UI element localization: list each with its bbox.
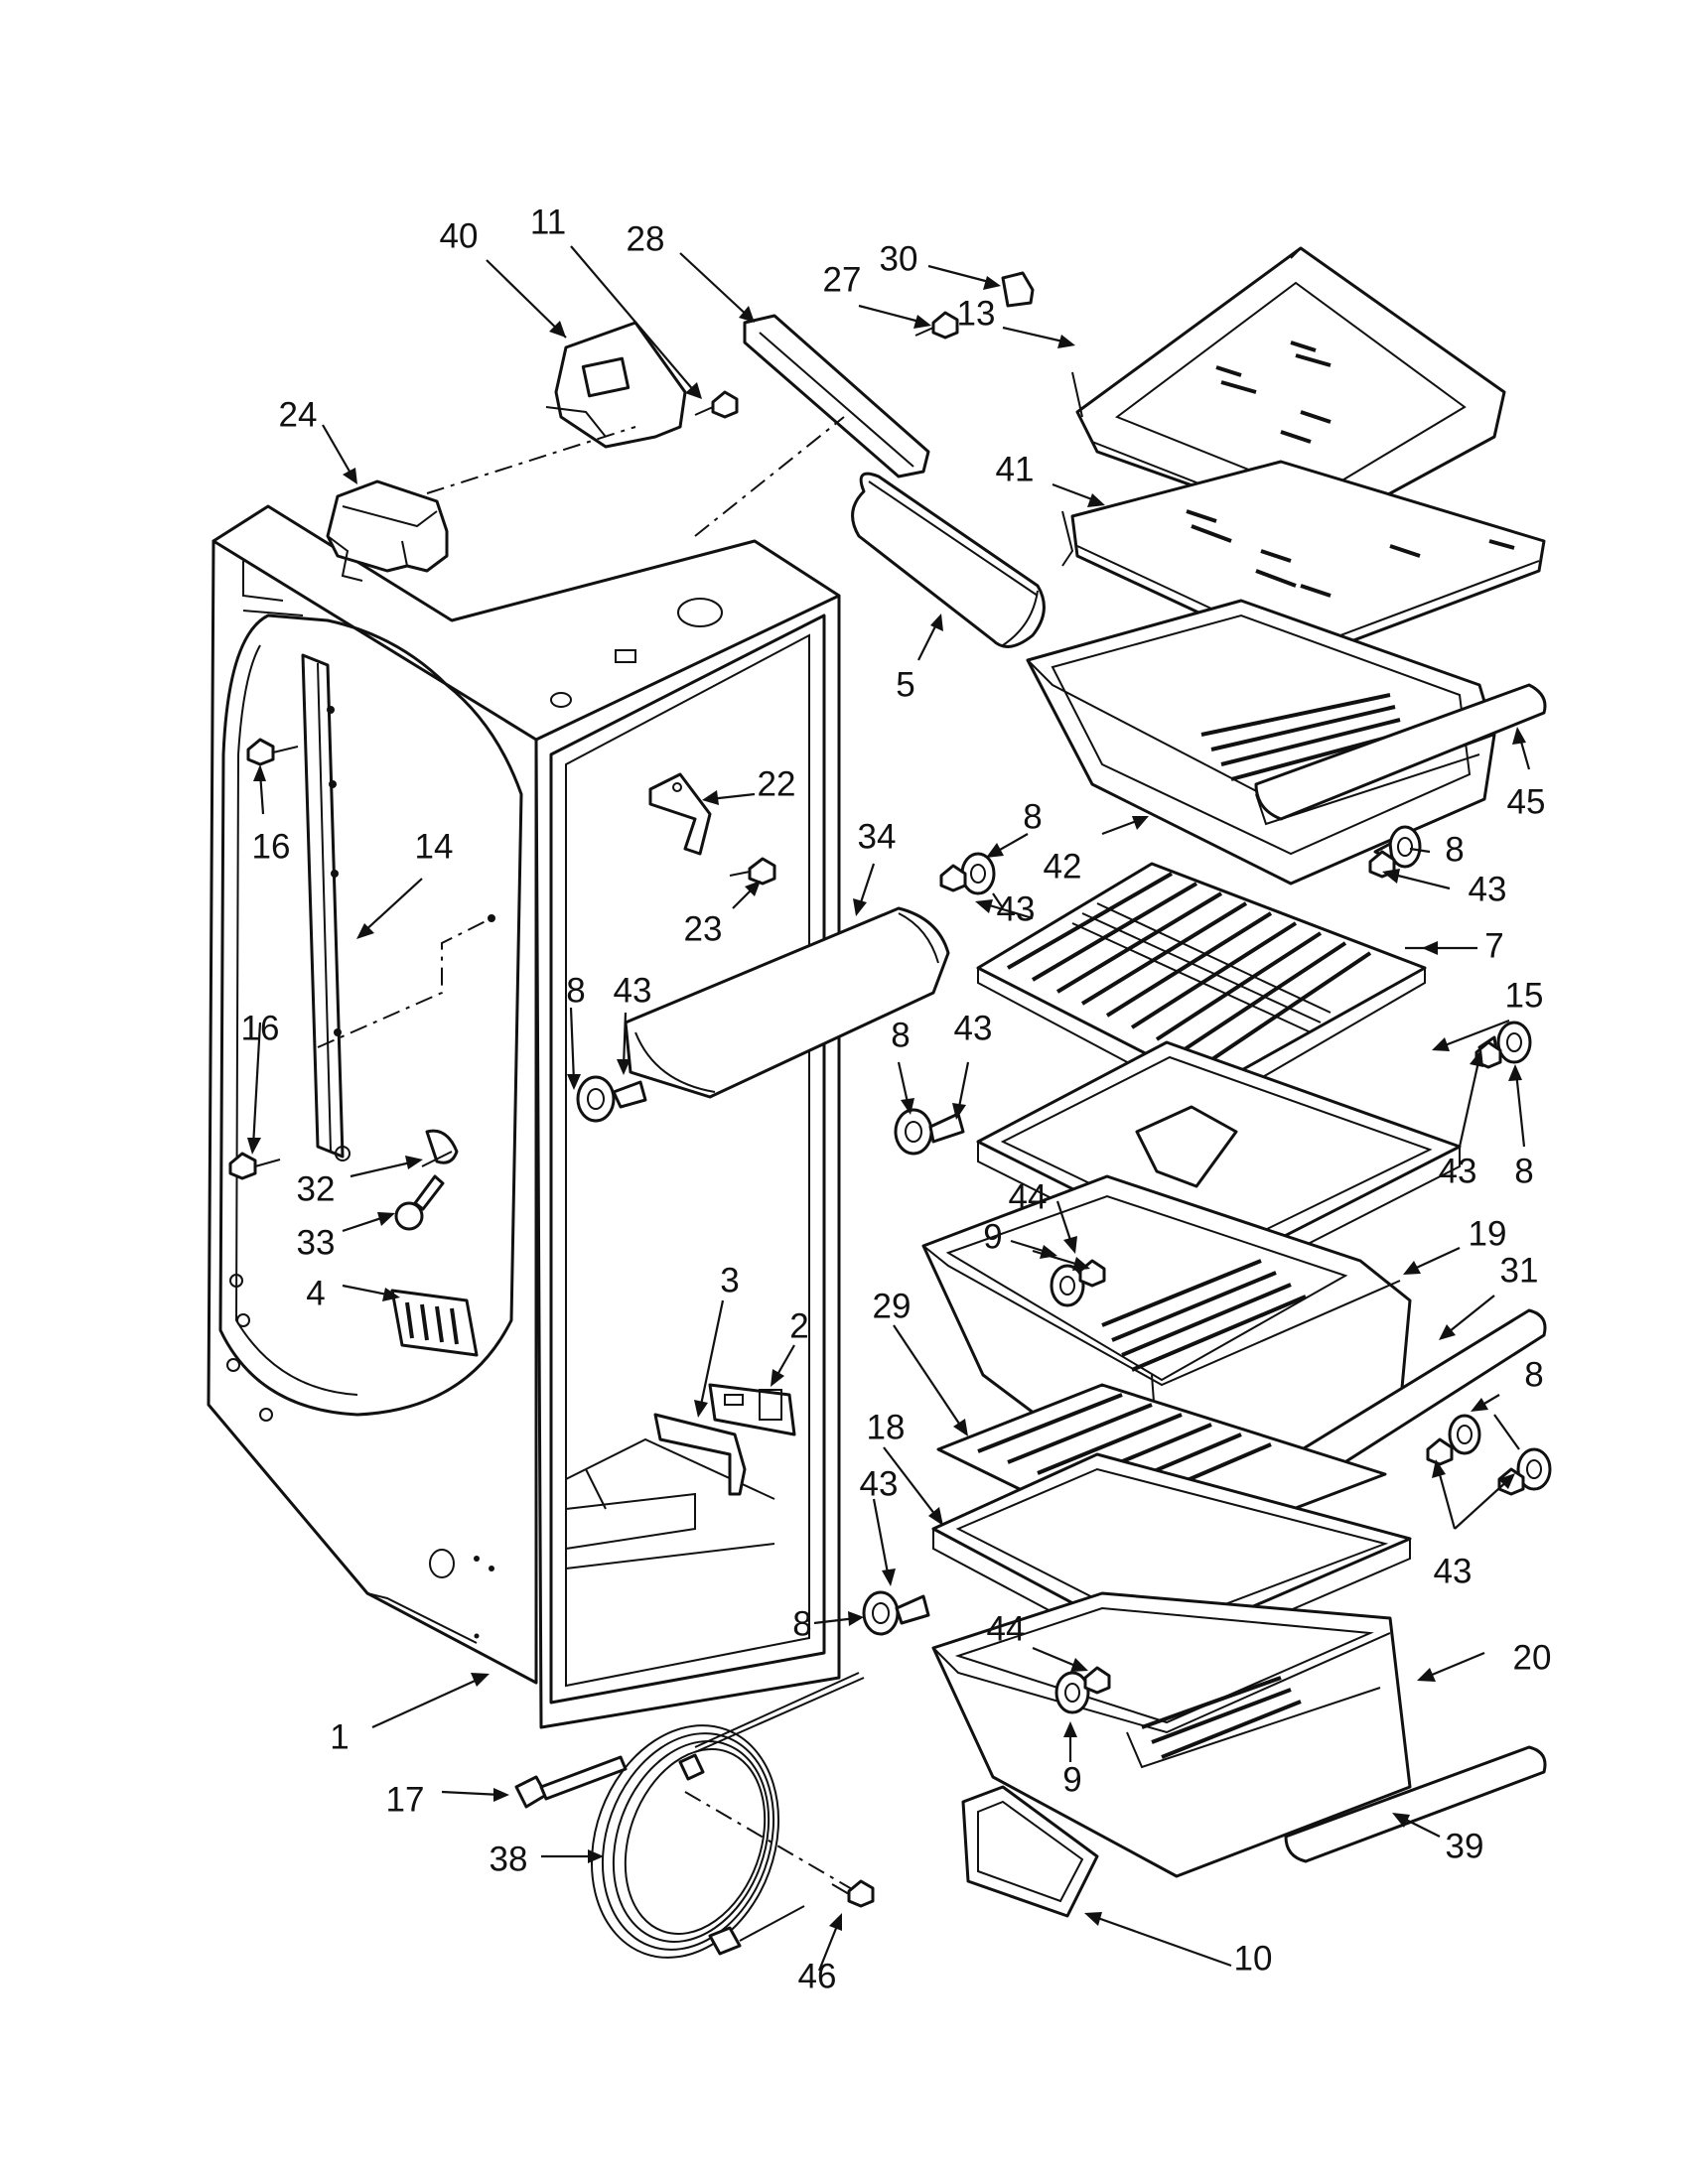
callout-7: 7: [1484, 926, 1503, 965]
cable-tie-17: [514, 1755, 628, 1809]
screw-23: [729, 857, 776, 886]
roller-8-left-mid: [894, 1108, 965, 1156]
callout-1: 1: [330, 1717, 349, 1756]
callout-3: 3: [720, 1261, 739, 1299]
air-grille: [390, 1289, 479, 1357]
callout-44b: 44: [987, 1609, 1026, 1648]
callout-18: 18: [867, 1408, 906, 1446]
callout-43e: 43: [1439, 1152, 1477, 1190]
drawer-rail-45: [1254, 683, 1547, 821]
callout-40: 40: [440, 216, 479, 255]
drawer-rail-39: [1284, 1745, 1547, 1863]
callout-2: 2: [789, 1306, 808, 1345]
clip-30: [1001, 271, 1035, 308]
light-bulb: [394, 1174, 445, 1231]
bracket-3: [653, 1413, 747, 1496]
assembly-line-rail: [317, 917, 492, 1048]
callout-20: 20: [1513, 1638, 1552, 1677]
callout-8e: 8: [1514, 1152, 1533, 1190]
callout-17: 17: [386, 1780, 425, 1819]
callout-31: 31: [1500, 1251, 1539, 1290]
callout-27: 27: [823, 260, 862, 299]
callout-5: 5: [896, 665, 914, 704]
callout-43b: 43: [1469, 870, 1507, 908]
assembly-line-control: [426, 426, 636, 494]
callout-9b: 9: [1062, 1760, 1081, 1799]
bracket-40: [545, 321, 687, 449]
screw-27: [914, 311, 959, 340]
vertical-shelf-rail: [301, 653, 495, 1159]
air-duct-5: [851, 472, 1046, 648]
callout-8a: 8: [1023, 797, 1042, 836]
callout-43c: 43: [614, 971, 652, 1010]
bracket-22: [648, 772, 712, 856]
screw-16-lower: [228, 1152, 281, 1180]
assembly-line-duct: [694, 416, 845, 537]
callout-8g: 8: [792, 1604, 811, 1643]
callout-45: 45: [1507, 782, 1546, 821]
callout-23: 23: [684, 909, 723, 948]
callout-16a: 16: [252, 827, 291, 866]
callout-39: 39: [1446, 1827, 1484, 1865]
callout-13: 13: [957, 294, 996, 333]
callout-8d: 8: [891, 1016, 910, 1054]
light-socket: [335, 1129, 459, 1167]
roller-9-lower: [1054, 1666, 1111, 1714]
callout-4: 4: [306, 1274, 325, 1312]
cover-plate-10: [961, 1785, 1099, 1918]
callout-8b: 8: [1445, 830, 1464, 869]
control-housing-24: [326, 479, 449, 582]
callout-43a: 43: [997, 889, 1036, 928]
callout-28: 28: [627, 219, 665, 258]
callout-42: 42: [1044, 847, 1082, 886]
callout-14: 14: [415, 827, 454, 866]
bracket-2: [708, 1383, 796, 1436]
callout-15: 15: [1505, 976, 1544, 1015]
callout-34: 34: [858, 817, 897, 856]
callout-9a: 9: [983, 1217, 1002, 1256]
callout-labels: 40 11 28 30 27 13 24 41 5 45 22 34 8 42 …: [241, 203, 1552, 1995]
callout-41: 41: [996, 450, 1035, 488]
roller-8-cabinet: [576, 1075, 647, 1123]
callout-8c: 8: [566, 971, 585, 1010]
callout-43g: 43: [1434, 1552, 1473, 1590]
water-tubing-38: [590, 1672, 865, 1959]
roller-9-upper: [1050, 1259, 1106, 1307]
callout-19: 19: [1469, 1214, 1507, 1253]
glass-shelf-41: [1061, 460, 1546, 662]
callout-29: 29: [873, 1287, 912, 1325]
screw-16-upper: [246, 738, 299, 766]
callout-30: 30: [880, 239, 918, 278]
callout-32: 32: [297, 1169, 336, 1208]
crisper-drawer-20: [931, 1591, 1412, 1878]
crisper-drawer-19: [921, 1174, 1412, 1511]
callout-38: 38: [490, 1840, 528, 1878]
screw-11: [694, 390, 739, 419]
callout-43f: 43: [860, 1464, 899, 1503]
roller-8-upper-left: [939, 852, 996, 895]
callout-11: 11: [530, 203, 566, 241]
roller-8-right-top: [1368, 825, 1422, 879]
callout-46: 46: [798, 1957, 837, 1995]
assembly-line-tubing: [684, 1791, 865, 1897]
roller-8-right-low-a: [1426, 1414, 1481, 1466]
callout-16b: 16: [241, 1009, 280, 1047]
callout-44a: 44: [1009, 1177, 1048, 1216]
callout-8f: 8: [1524, 1355, 1543, 1394]
duct-cover-28: [743, 314, 930, 478]
deli-drawer-42: [1026, 599, 1496, 886]
screw-46: [831, 1879, 875, 1908]
roller-8-right-mid: [1474, 1021, 1532, 1069]
callout-10: 10: [1234, 1939, 1273, 1978]
callout-43d: 43: [954, 1009, 993, 1047]
callout-22: 22: [758, 764, 796, 803]
callout-33: 33: [297, 1223, 336, 1262]
callout-24: 24: [279, 395, 318, 434]
roller-8-lower-left: [862, 1590, 930, 1636]
leader-lines: [247, 245, 1531, 1972]
duct-cover-34: [624, 906, 950, 1099]
